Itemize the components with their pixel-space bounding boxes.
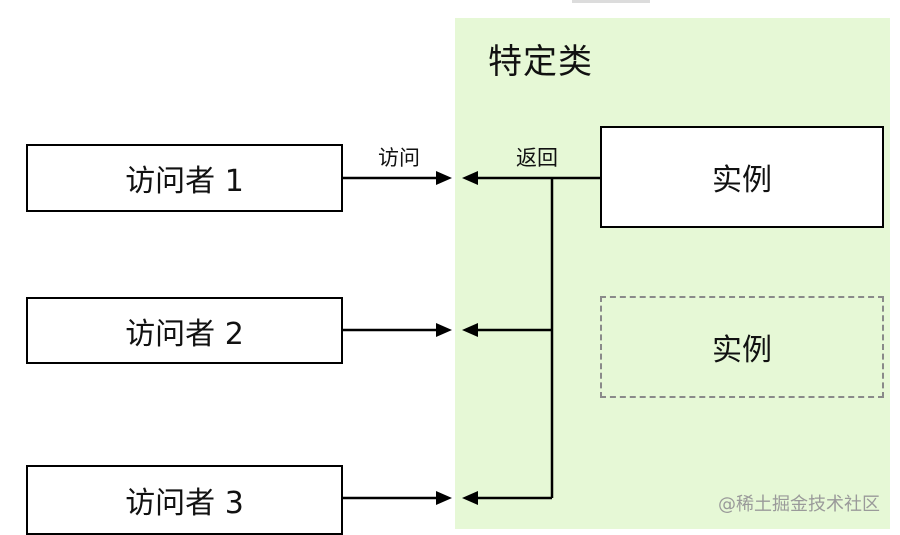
instance-box-dashed: 实例	[600, 296, 884, 398]
return-arrowheads	[462, 171, 478, 505]
specific-class-panel	[455, 18, 890, 529]
return-arrowhead-1	[462, 171, 478, 185]
visitor-label-3: 访问者 3	[125, 486, 244, 521]
return-arrowhead-3	[462, 491, 478, 505]
top-edge-marker	[572, 0, 650, 3]
panel-title: 特定类	[488, 42, 593, 82]
return-arrowhead-2	[462, 323, 478, 337]
visitor-box-2: 访问者 2	[26, 297, 343, 364]
visit-arrowhead-2	[436, 323, 452, 337]
visitor-box-1: 访问者 1	[26, 144, 343, 212]
visit-edge-label: 访问	[378, 146, 420, 170]
visit-arrowhead-3	[436, 491, 452, 505]
visitor-label-1: 访问者 1	[125, 164, 244, 199]
watermark: @稀土掘金技术社区	[718, 494, 880, 515]
visit-arrows	[343, 171, 452, 505]
return-lines	[476, 176, 600, 500]
instance-box: 实例	[600, 126, 884, 228]
return-edge-label: 返回	[516, 146, 558, 170]
visit-arrowhead-1	[436, 171, 452, 185]
visitor-label-2: 访问者 2	[125, 316, 244, 352]
visitor-box-3: 访问者 3	[26, 465, 343, 535]
instance-dashed-label: 实例	[712, 333, 772, 368]
instance-label: 实例	[712, 163, 772, 198]
